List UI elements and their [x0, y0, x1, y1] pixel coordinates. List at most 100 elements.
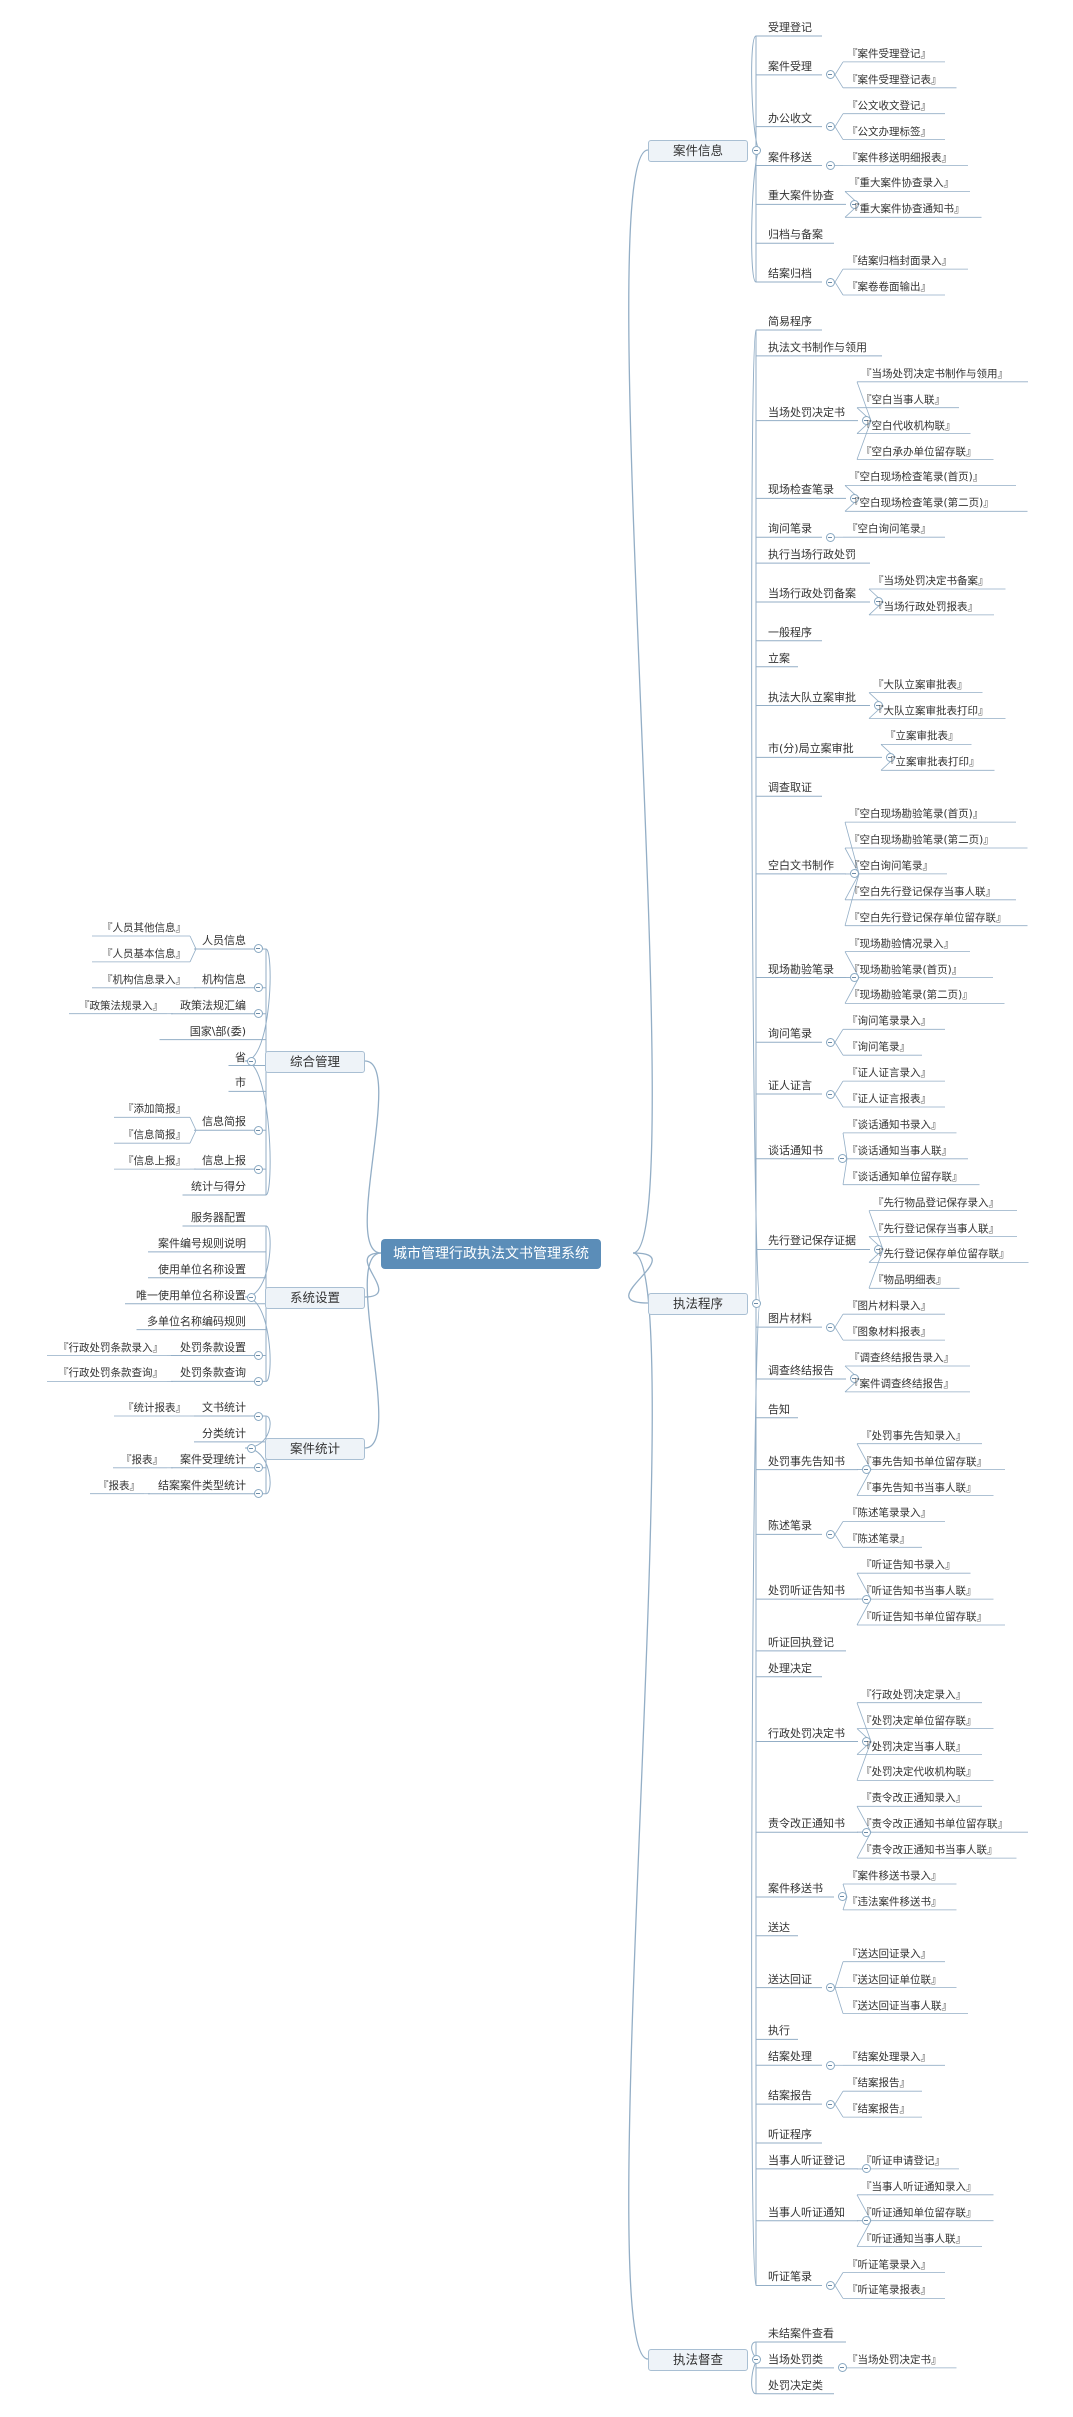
leaf-2-20-2[interactable]: 『案件调查终结报告』: [849, 1377, 954, 1390]
leaf-2-11-1[interactable]: 『立案审批表』: [885, 730, 959, 743]
collapse-toggle-icon[interactable]: [861, 1827, 871, 1837]
collapse-toggle-icon[interactable]: [873, 701, 883, 711]
branch-2-32[interactable]: 执行: [768, 2024, 790, 2038]
leaf-2-17-1[interactable]: 『谈话通知书录入』: [847, 1118, 942, 1131]
branch-2-1[interactable]: 简易程序: [768, 315, 812, 328]
leaf-2-33-1[interactable]: 『结案处理录入』: [847, 2051, 931, 2064]
collapse-toggle-icon[interactable]: [861, 1594, 871, 1604]
leaf-1-4-1[interactable]: 『案件移送明细报表』: [847, 151, 952, 164]
main-topic-2[interactable]: 执法程序: [648, 1293, 748, 1315]
branch-2-7[interactable]: 当场行政处罚备案: [768, 586, 856, 600]
leaf-1-3-1[interactable]: 『公文收文登记』: [847, 99, 931, 112]
left-branch-3-2[interactable]: 分类统计: [202, 1426, 246, 1440]
branch-2-27[interactable]: 行政处罚决定书: [768, 1726, 845, 1740]
branch-2-35[interactable]: 听证程序: [768, 2128, 812, 2141]
leaf-2-3-4[interactable]: 『空白承办单位留存联』: [861, 445, 977, 458]
left-branch-2-5[interactable]: 多单位名称编码规则: [147, 1314, 246, 1328]
branch-1-4[interactable]: 案件移送: [768, 150, 812, 164]
left-branch-1-5[interactable]: 省: [235, 1050, 246, 1064]
branch-2-6[interactable]: 执行当场行政处罚: [768, 548, 856, 562]
branch-1-2[interactable]: 案件受理: [768, 59, 812, 73]
collapse-toggle-icon[interactable]: [253, 983, 263, 993]
main-topic-3[interactable]: 执法督查: [648, 2349, 748, 2371]
collapse-toggle-icon[interactable]: [825, 2099, 835, 2109]
branch-1-5[interactable]: 重大案件协查: [768, 189, 834, 203]
leaf-2-34-2[interactable]: 『结案报告』: [847, 2103, 910, 2116]
leaf-2-38-1[interactable]: 『听证笔录录入』: [847, 2258, 931, 2271]
branch-3-3[interactable]: 处罚决定类: [768, 2378, 823, 2392]
left-branch-1-9[interactable]: 统计与得分: [191, 1180, 246, 1193]
branch-2-21[interactable]: 告知: [768, 1402, 790, 1416]
branch-2-3[interactable]: 当场处罚决定书: [768, 405, 845, 419]
branch-2-37[interactable]: 当事人听证通知: [768, 2205, 845, 2219]
leaf-2-10-2[interactable]: 『大队立案审批表打印』: [873, 704, 989, 717]
leaf-2-24-1[interactable]: 『听证告知书录入』: [861, 1559, 956, 1572]
leaf-2-28-3[interactable]: 『责令改正通知书当事人联』: [861, 1844, 998, 1857]
left-leaf-1-7-2[interactable]: 『信息简报』: [123, 1129, 186, 1142]
collapse-toggle-icon[interactable]: [873, 597, 883, 607]
collapse-toggle-icon[interactable]: [825, 1037, 835, 1047]
left-branch-2-2[interactable]: 案件编号规则说明: [158, 1236, 246, 1250]
left-branch-2-4[interactable]: 唯一使用单位名称设置: [136, 1288, 246, 1302]
collapse-toggle-icon[interactable]: [253, 1411, 263, 1421]
collapse-toggle-icon[interactable]: [253, 1009, 263, 1019]
collapse-toggle-icon[interactable]: [246, 1056, 256, 1066]
branch-3-1[interactable]: 未结案件查看: [768, 2327, 834, 2340]
leaf-2-37-1[interactable]: 『当事人听证通知录入』: [861, 2180, 977, 2193]
left-branch-1-2[interactable]: 机构信息: [202, 972, 246, 986]
left-branch-3-4[interactable]: 结案案件类型统计: [158, 1478, 246, 1492]
leaf-2-22-1[interactable]: 『处罚事先告知录入』: [861, 1429, 966, 1442]
leaf-1-7-2[interactable]: 『案卷卷面输出』: [847, 281, 931, 293]
leaf-2-3-1[interactable]: 『当场处罚决定书制作与领用』: [861, 367, 1008, 380]
leaf-2-15-2[interactable]: 『询问笔录』: [847, 1041, 910, 1054]
collapse-toggle-icon[interactable]: [861, 2216, 871, 2226]
collapse-toggle-icon[interactable]: [253, 1164, 263, 1174]
collapse-toggle-icon[interactable]: [825, 1529, 835, 1539]
branch-2-15[interactable]: 询问笔录: [768, 1027, 812, 1041]
leaf-2-28-1[interactable]: 『责令改正通知录入』: [861, 1792, 966, 1805]
left-leaf-1-8-1[interactable]: 『信息上报』: [123, 1155, 186, 1168]
collapse-toggle-icon[interactable]: [253, 1463, 263, 1473]
left-leaf-3-4-1[interactable]: 『报表』: [98, 1479, 140, 1492]
collapse-toggle-icon[interactable]: [253, 1376, 263, 1386]
collapse-toggle-icon[interactable]: [849, 199, 859, 209]
branch-2-24[interactable]: 处罚听证告知书: [768, 1584, 845, 1598]
collapse-toggle-icon[interactable]: [849, 1374, 859, 1384]
left-branch-1-6[interactable]: 市: [235, 1076, 246, 1090]
collapse-toggle-icon[interactable]: [751, 1298, 761, 1308]
leaf-2-14-2[interactable]: 『现场勘验笔录(首页)』: [849, 963, 963, 976]
leaf-2-15-1[interactable]: 『询问笔录录入』: [847, 1015, 931, 1028]
branch-2-28[interactable]: 责令改正通知书: [768, 1817, 845, 1831]
leaf-2-19-1[interactable]: 『图片材料录入』: [847, 1300, 931, 1313]
main-topic-1[interactable]: 案件信息: [648, 140, 748, 162]
branch-2-12[interactable]: 调查取证: [768, 781, 812, 795]
branch-2-14[interactable]: 现场勘验笔录: [768, 962, 834, 976]
leaf-2-31-3[interactable]: 『送达回证当事人联』: [847, 1999, 952, 2012]
branch-2-8[interactable]: 一般程序: [768, 625, 812, 639]
left-branch-2-1[interactable]: 服务器配置: [191, 1211, 246, 1224]
branch-2-19[interactable]: 图片材料: [768, 1312, 812, 1326]
leaf-2-27-3[interactable]: 『处罚决定当事人联』: [861, 1740, 966, 1753]
leaf-2-3-3[interactable]: 『空白代收机构联』: [861, 419, 956, 432]
leaf-2-7-2[interactable]: 『当场行政处罚报表』: [873, 600, 978, 613]
collapse-toggle-icon[interactable]: [253, 1125, 263, 1135]
leaf-1-7-1[interactable]: 『结案归档封面录入』: [847, 255, 952, 268]
leaf-2-20-1[interactable]: 『调查终结报告录入』: [849, 1352, 954, 1364]
branch-2-20[interactable]: 调查终结报告: [768, 1363, 834, 1377]
collapse-toggle-icon[interactable]: [253, 1489, 263, 1499]
left-leaf-2-6-1[interactable]: 『行政处罚条款录入』: [58, 1341, 163, 1354]
leaf-2-14-3[interactable]: 『现场勘验笔录(第二页)』: [849, 989, 973, 1002]
leaf-2-16-2[interactable]: 『证人证言报表』: [847, 1093, 931, 1105]
branch-2-17[interactable]: 谈话通知书: [768, 1143, 823, 1157]
branch-2-33[interactable]: 结案处理: [768, 2050, 812, 2064]
collapse-toggle-icon[interactable]: [825, 1089, 835, 1099]
leaf-1-5-1[interactable]: 『重大案件协查录入』: [849, 177, 954, 190]
leaf-2-16-1[interactable]: 『证人证言录入』: [847, 1067, 931, 1080]
branch-1-3[interactable]: 办公收文: [768, 111, 812, 125]
left-leaf-2-7-1[interactable]: 『行政处罚条款查询』: [58, 1367, 163, 1380]
leaf-2-24-3[interactable]: 『听证告知书单位留存联』: [861, 1611, 987, 1623]
collapse-toggle-icon[interactable]: [849, 973, 859, 982]
collapse-toggle-icon[interactable]: [873, 1244, 883, 1254]
leaf-2-18-2[interactable]: 『先行登记保存当事人联』: [873, 1222, 999, 1235]
collapse-toggle-icon[interactable]: [825, 1983, 835, 1993]
